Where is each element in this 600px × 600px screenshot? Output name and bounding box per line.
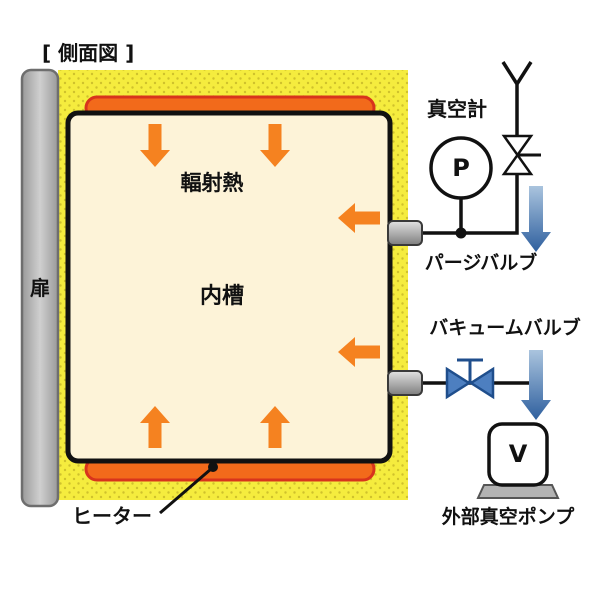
purge-valve-label: パージバルブ — [425, 251, 537, 274]
vacuum-gauge-label: 真空計 — [427, 97, 487, 121]
vacuum-gauge-dial — [429, 136, 493, 200]
door-label: 扉 — [30, 276, 50, 300]
pump-body — [487, 422, 549, 487]
heater-pointer-dot — [208, 462, 218, 472]
heater-pointer-line — [159, 467, 212, 515]
purge-pipe — [420, 174, 519, 235]
vacuum-valve-icon — [445, 358, 495, 400]
purge-valve-icon — [501, 134, 541, 176]
heat-arrow-down-icon — [260, 124, 290, 167]
heat-arrow-up-icon — [260, 406, 290, 448]
vent-y-icon — [501, 61, 533, 136]
vacuum-valve-label: バキュームバルブ — [429, 316, 580, 339]
external-pump-label: 外部真空ポンプ — [442, 505, 575, 528]
gauge-symbol: P — [452, 154, 470, 182]
heat-arrow-left-icon — [338, 337, 380, 367]
pump-base — [476, 484, 560, 499]
heater-label: ヒーター — [72, 504, 152, 528]
diagram-title: [ 側面図 ] — [42, 41, 134, 65]
inner-tank — [65, 110, 393, 464]
flow-arrow-down-icon — [521, 186, 551, 252]
pipe-junction-dot — [455, 227, 467, 239]
heat-arrow-up-icon — [140, 406, 170, 448]
radiant-heat-label: 輻射熱 — [181, 171, 244, 195]
pump-symbol: V — [509, 440, 528, 468]
port-fitting-top — [387, 220, 423, 246]
heat-arrow-left-icon — [338, 203, 380, 233]
flow-arrow-down-icon — [521, 350, 551, 420]
heat-arrow-down-icon — [140, 124, 170, 167]
inner-tank-label: 内槽 — [200, 284, 244, 309]
port-fitting-bottom — [387, 370, 423, 396]
door — [20, 68, 60, 508]
